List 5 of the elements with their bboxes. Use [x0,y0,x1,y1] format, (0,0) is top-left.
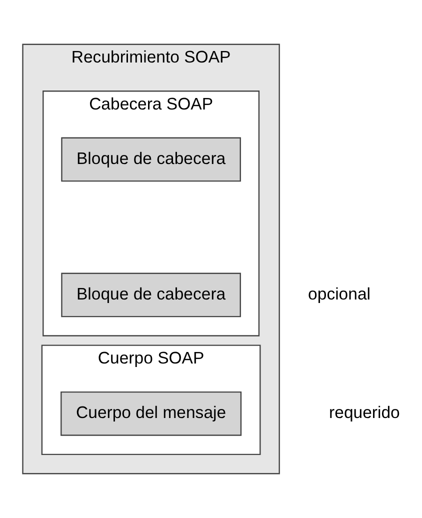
node-box: Cuerpo del mensaje [60,391,242,436]
label: requerido [329,403,400,422]
label: opcional [308,284,371,304]
node-box: Bloque de cabecera [61,272,241,318]
node-box: Bloque de cabecera [61,137,241,182]
